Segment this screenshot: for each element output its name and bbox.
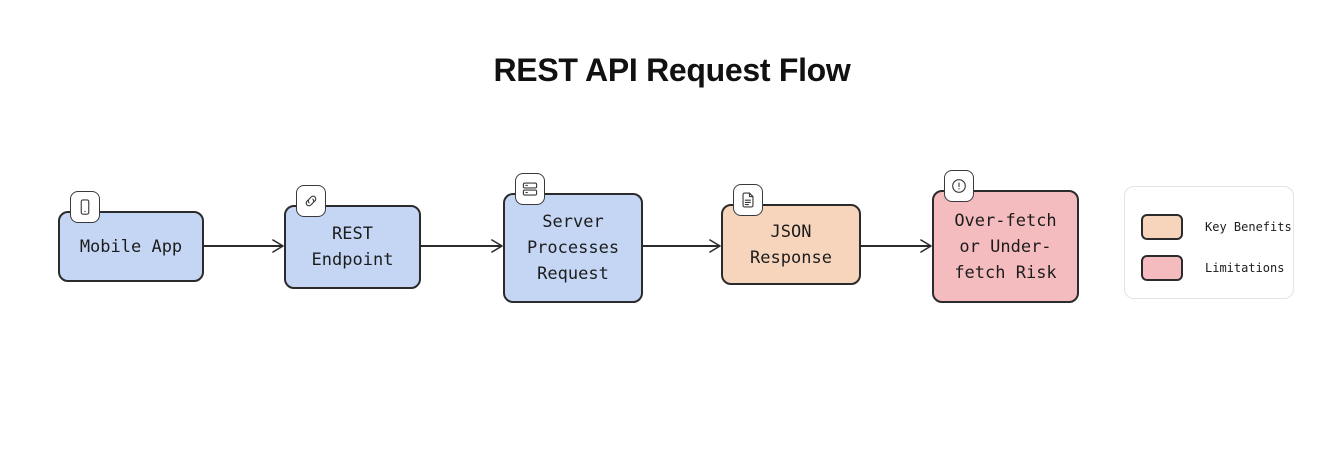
flow-node-mobile-app[interactable]: Mobile App [58,211,204,282]
server-icon [515,173,545,205]
legend-swatch-limitations [1141,255,1183,281]
flow-node-label: Server Processes Request [526,212,620,284]
arrow-mobile-app-to-rest-endpoint [204,236,284,256]
flow-node-label: Over-fetch or Under- fetch Risk [954,210,1057,283]
flow-node-over-under-fetch-risk[interactable]: Over-fetch or Under- fetch Risk [932,190,1079,303]
legend-label: Limitations [1205,261,1285,275]
arrow-json-response-to-risk [861,236,932,256]
arrow-rest-endpoint-to-server [421,236,503,256]
flow-node-label: Mobile App [79,236,183,257]
legend-item-key-benefits: Key Benefits [1141,214,1292,240]
flow-node-label: REST Endpoint [311,224,394,270]
legend-swatch-key-benefits [1141,214,1183,240]
legend-label: Key Benefits [1205,220,1292,234]
flow-node-server-processes-request[interactable]: Server Processes Request [503,193,643,303]
flow-node-label: JSON Response [750,221,832,268]
flow-node-rest-endpoint[interactable]: REST Endpoint [284,205,421,289]
arrow-server-to-json-response [643,236,721,256]
flow-node-json-response[interactable]: JSON Response [721,204,861,285]
document-icon [733,184,763,216]
alert-circle-icon [944,170,974,202]
link-icon [296,185,326,217]
legend-item-limitations: Limitations [1141,255,1284,281]
smartphone-icon [70,191,100,223]
page-title: REST API Request Flow [493,52,851,88]
